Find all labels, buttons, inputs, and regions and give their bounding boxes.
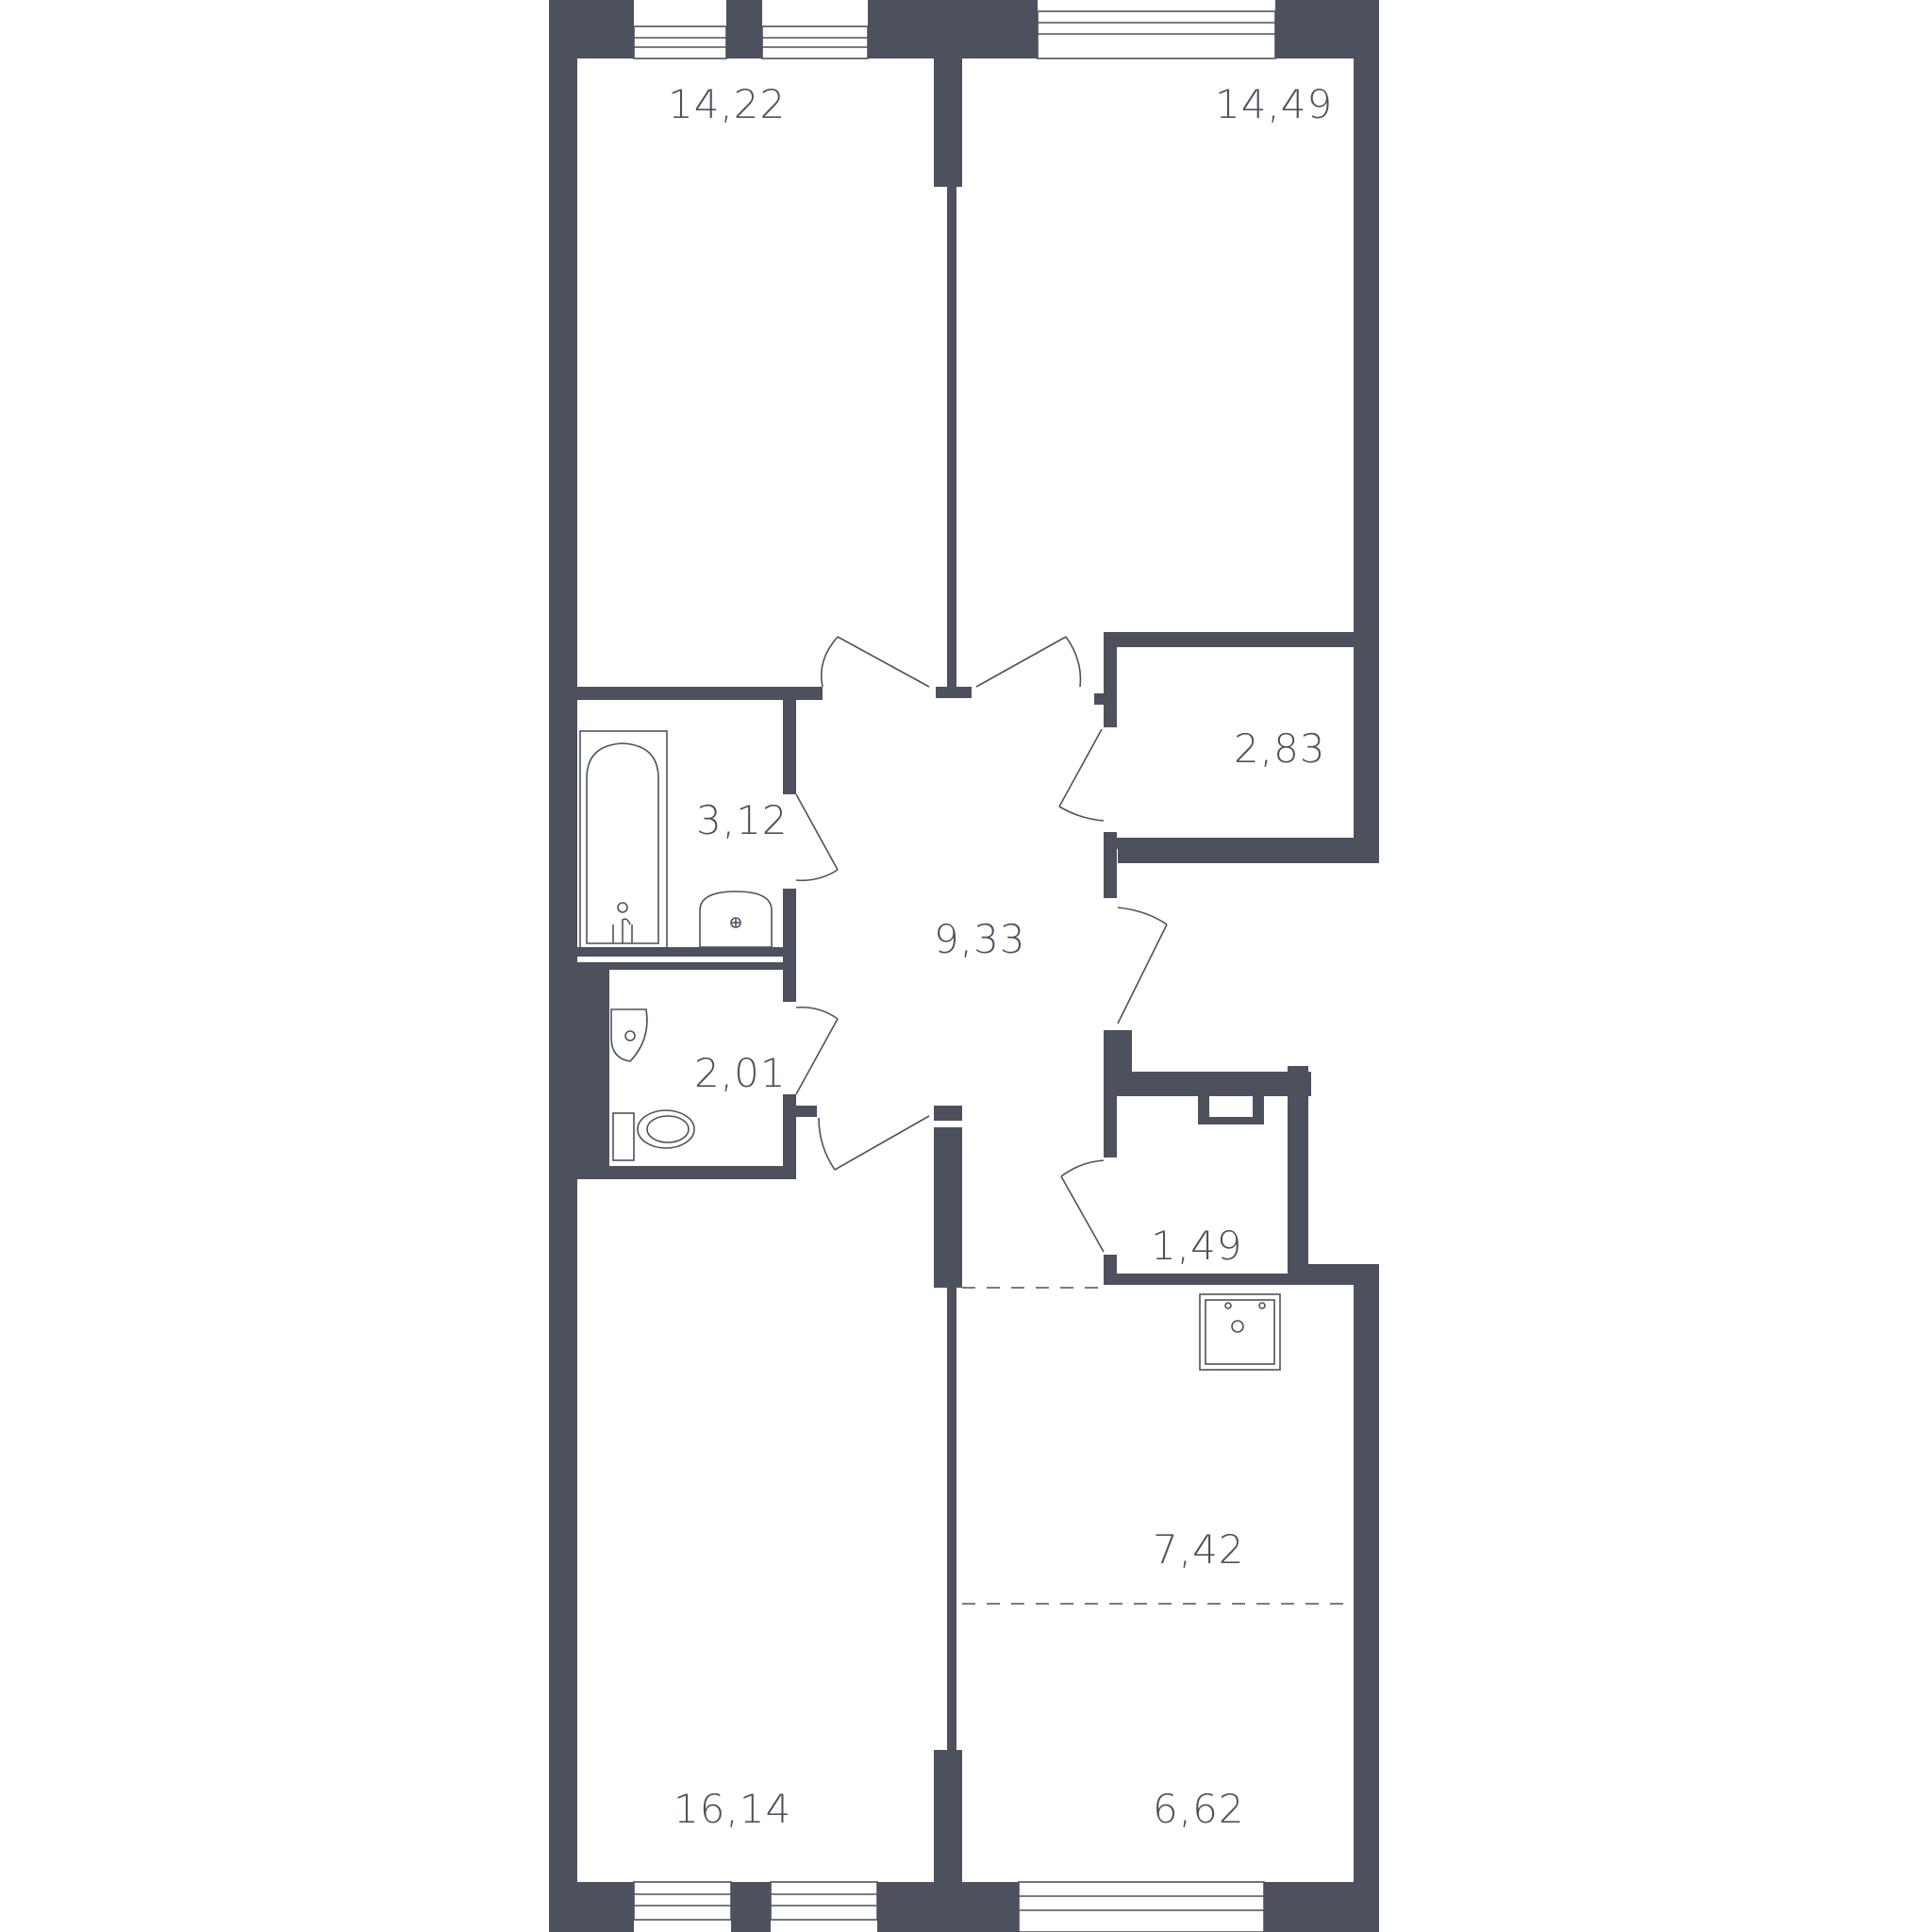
area-label-closet: 1,49 (1151, 1223, 1243, 1269)
area-label-toilet: 2,01 (694, 1050, 787, 1096)
area-label-living: 6,62 (1153, 1786, 1245, 1832)
door-swings (795, 636, 1168, 1253)
area-label-bedroom-sw: 16,14 (673, 1786, 791, 1832)
inner-walls (577, 55, 1363, 1887)
area-label-kitchen: 7,42 (1153, 1526, 1245, 1573)
zone-dividers (962, 1287, 1354, 1605)
area-label-hallway: 9,33 (934, 916, 1026, 962)
area-label-bedroom-ne: 14,49 (1215, 81, 1333, 127)
sink-icon (699, 891, 773, 948)
bathtub-icon (579, 730, 668, 949)
windows-top (633, 10, 1276, 59)
outer-walls (549, 0, 1379, 1932)
kitchen-sink-icon (1199, 1293, 1281, 1371)
area-label-bathroom: 3,12 (696, 797, 789, 843)
area-label-bedroom-nw: 14,22 (668, 81, 786, 127)
windows-bottom (633, 1881, 1265, 1932)
area-labels: 14,22 14,49 2,83 3,12 9,33 2,01 1,49 7,4… (668, 81, 1333, 1832)
toilet-icon (612, 1109, 695, 1161)
area-label-storage: 2,83 (1234, 725, 1326, 772)
washbasin-icon (610, 1008, 648, 1062)
